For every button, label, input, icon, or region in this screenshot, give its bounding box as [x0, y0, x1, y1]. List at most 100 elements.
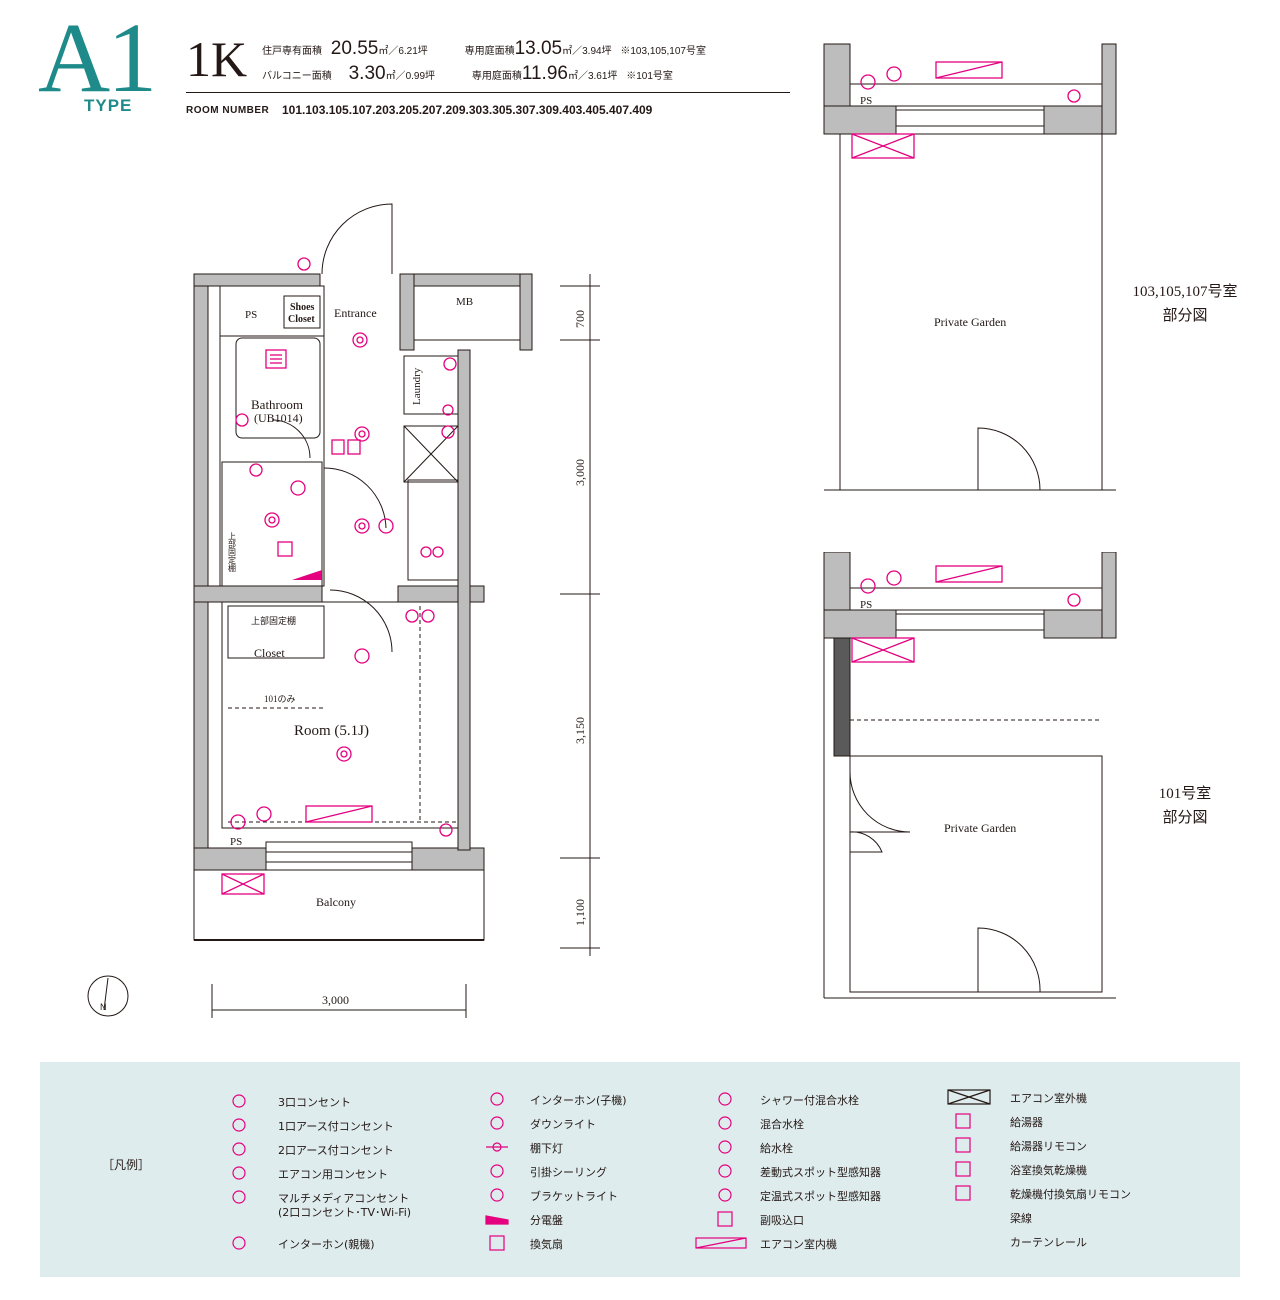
downlight-icon — [354, 426, 370, 442]
balcony-sqm: 3.30 — [348, 63, 386, 84]
closet-room-label: Closet — [254, 646, 285, 660]
dim-3000-h: 3,000 — [322, 993, 349, 1007]
garden-sqm: 13.05 — [514, 38, 563, 59]
mixer-faucet-icon — [718, 1116, 732, 1130]
downlight-icon — [490, 1116, 504, 1130]
dim-3000-v: 3,000 — [573, 459, 587, 486]
caption-partial: 部分図 — [1162, 810, 1208, 826]
ac-indoor-icon — [695, 1237, 747, 1249]
garden-outline — [839, 133, 1103, 491]
ac-outlet-icon — [886, 570, 902, 586]
downlight-icon — [358, 522, 366, 530]
bathroom-code: (UB1014) — [254, 411, 303, 425]
diff-detector-icon — [718, 1164, 732, 1178]
multimedia-outlet-icon — [860, 74, 876, 90]
outlet-earth-icon — [443, 357, 457, 371]
wall — [823, 609, 897, 639]
legend-label: インターホン(親機) — [278, 1238, 375, 1251]
type-label: TYPE — [84, 96, 133, 115]
side-door-leaf — [849, 831, 883, 853]
area-unit: ㎡／6.21坪 — [378, 46, 428, 57]
ac-outdoor-icon-line — [221, 873, 265, 895]
laundry-space — [403, 355, 459, 415]
dryer-remote-icon — [955, 1185, 971, 1201]
outlet-3-icon — [439, 823, 453, 837]
only-101-label: 101のみ — [264, 694, 296, 704]
garden-sqm: 11.96 — [521, 63, 568, 84]
kitchen-storage-x2 — [403, 425, 459, 483]
legend-label: 給湯器リモコン — [1010, 1140, 1087, 1153]
legend-label: 1口アース付コンセント — [278, 1120, 394, 1133]
balcony-line — [849, 587, 1103, 611]
wall-mid-right — [397, 585, 485, 603]
area-row-2: バルコニー面積 3.30㎡／0.99坪 専用庭面積11.96㎡／3.61坪 ※1… — [262, 63, 673, 85]
room-numbers: 101.103.105.107.203.205.207.209.303.305.… — [282, 103, 653, 117]
wall — [1101, 552, 1117, 639]
closet — [227, 605, 325, 659]
outlet-earth-icon — [249, 463, 263, 477]
outlet-earth-2-icon — [232, 1142, 246, 1156]
outlet-3-icon — [405, 609, 419, 623]
legend-label: 梁線 — [1010, 1212, 1032, 1225]
legend-label: 給湯器 — [1010, 1116, 1043, 1129]
wall-mb-right — [519, 273, 533, 351]
balcony-label: Balcony — [316, 895, 356, 909]
floor-plan: N PS Shoes Closet Entrance MB Laundry Ba… — [87, 203, 600, 1018]
garden-outline — [849, 755, 1103, 993]
room-outline — [221, 601, 459, 829]
ac-outlet-icon — [232, 1166, 246, 1180]
legend-panel — [40, 1062, 1240, 1277]
closet-label: Closet — [288, 314, 315, 325]
legend-label: 換気扇 — [530, 1238, 563, 1251]
garden-door-swing — [977, 927, 1041, 993]
upper-shelf-label: 上部固定棚 — [251, 615, 296, 626]
legend-label: マルチメディアコンセント — [278, 1192, 410, 1205]
water-faucet-icon — [442, 404, 454, 416]
partial-plan-103: PS Private Garden — [823, 43, 1117, 491]
ac-outlet-icon — [886, 66, 902, 82]
outlet-earth-icon — [441, 425, 455, 439]
legend-label: カーテンレール — [1010, 1236, 1087, 1249]
shoes-label: Shoes — [290, 302, 315, 313]
garden-unit: ㎡／3.94坪 — [562, 46, 612, 57]
dim-1100: 1,100 — [573, 899, 587, 926]
bathtub — [235, 337, 321, 439]
legend-label: ブラケットライト — [530, 1190, 618, 1203]
legend-label: 3口コンセント — [278, 1096, 351, 1109]
area-note: ※101号室 — [626, 71, 673, 82]
dim-700: 700 — [573, 310, 587, 328]
legend-label: ダウンライト — [530, 1118, 596, 1131]
ps-box — [219, 285, 325, 337]
wall-bottom-left — [193, 847, 267, 871]
entrance-door-swing — [321, 203, 393, 275]
legend-label: 浴室換気乾燥機 — [1010, 1164, 1087, 1177]
laundry-label: Laundry — [411, 367, 423, 405]
curtain-rail-icon — [950, 1232, 978, 1250]
area-row-1: 住戸専有面積 20.55㎡／6.21坪 専用庭面積13.05㎡／3.94坪 ※1… — [262, 38, 706, 60]
legend-label: 差動式スポット型感知器 — [760, 1166, 881, 1179]
legend-label: 混合水栓 — [760, 1118, 804, 1131]
dim-3150: 3,150 — [573, 717, 587, 744]
bath-dryer-icon — [955, 1161, 971, 1177]
sub-inlet-icon — [717, 1211, 733, 1227]
mb-label: MB — [456, 296, 473, 308]
legend-label: 給水栓 — [760, 1142, 793, 1155]
wall-dark — [833, 637, 851, 757]
wall-bottom-right — [411, 847, 485, 871]
legend-label: 定温式スポット型感知器 — [760, 1190, 881, 1203]
window-sash — [895, 613, 1045, 631]
entrance-label: Entrance — [334, 306, 377, 320]
room-label: Room (5.1J) — [294, 723, 369, 739]
ceiling-hook-icon — [340, 750, 348, 758]
legend-title: ［凡例］ — [102, 1158, 151, 1172]
caption-partial: 部分図 — [1162, 308, 1208, 324]
caption-rooms: 103,105,107号室 — [1132, 284, 1238, 300]
bracket-light-icon — [490, 1188, 504, 1202]
compass: N — [87, 975, 129, 1017]
ceiling-hook-icon — [336, 746, 352, 762]
area-note: ※103,105,107号室 — [620, 46, 706, 57]
layout-label: 1K — [186, 31, 248, 87]
room-door-swing — [329, 589, 393, 653]
legend-label: エアコン用コンセント — [278, 1168, 388, 1181]
downlight-icon — [354, 518, 370, 534]
